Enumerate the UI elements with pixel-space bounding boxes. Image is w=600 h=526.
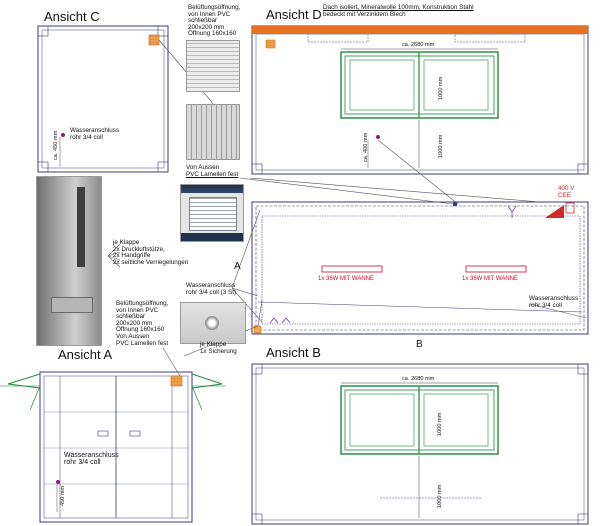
- vent-photo-outside: [180, 184, 244, 242]
- view-b-title: Ansicht B: [266, 345, 321, 360]
- vent-d: [265, 39, 276, 49]
- view-c-title: Ansicht C: [44, 9, 100, 24]
- roof-note: Dach isoliert, Mineralwolle 100mm, Konst…: [323, 4, 474, 18]
- water-point-a: [56, 480, 60, 484]
- water-point-d: [376, 135, 380, 139]
- window-b: [340, 385, 499, 455]
- lamp-right-symbol: [465, 265, 527, 273]
- lamp-left-symbol: [321, 265, 383, 273]
- floor-plan-drawing: [251, 201, 589, 335]
- water-note-c: Wasseranschluss rohr 3/4 coll: [70, 127, 120, 141]
- water-note-right: Wasseranschluss rohr 3/4 coll: [529, 295, 579, 309]
- vent-outer-note: Von Aussen PVC Lamellen fest: [186, 164, 239, 178]
- dim-c-450: ca. 450 mm: [53, 130, 59, 160]
- vent-a: [170, 375, 183, 387]
- view-c-drawing: [37, 25, 169, 173]
- vent-c: [148, 34, 160, 46]
- roof-strip: [252, 26, 588, 34]
- water-note-a: Wasseranschluss rohr 3/4 coll: [64, 452, 119, 467]
- plan-label-a: A: [234, 261, 241, 272]
- open-flaps: [0, 373, 226, 411]
- power-connection-symbol: [545, 205, 564, 218]
- flap-note: je Klappe 2x Druckluftstütze, 2x Handgri…: [113, 239, 189, 266]
- vent-photo-back: [186, 104, 240, 160]
- dim-d-1000-window: 1000 mm: [438, 76, 444, 100]
- vent-photo-front: [186, 40, 240, 92]
- view-b-drawing: [251, 363, 589, 525]
- plan-label-b: B: [416, 339, 423, 350]
- view-a-title: Ansicht A: [58, 347, 113, 362]
- vent-note-top: Belüftungsöffnung, von Innen PVC schließ…: [188, 4, 241, 38]
- flap-note-b: je Klappe 1x Sicherung: [200, 341, 237, 355]
- vent-note-mid: Belüftungsöffnung, von Innen PVC schließ…: [116, 300, 169, 347]
- dim-a-450: 450 mm: [60, 485, 66, 506]
- water-connection-photo: [180, 302, 246, 344]
- view-a-drawing: [39, 371, 193, 523]
- dim-d-1000-sill: 1000 mm: [438, 134, 444, 158]
- lamp-left-label: 1x 36W MIT WANNE: [318, 276, 375, 282]
- dim-b-1000-sill: 1000 mm: [437, 484, 443, 508]
- water-note-plan: Wasseranschluss rohr 3/4 coll (3 St): [186, 282, 237, 296]
- dim-d-400: ca. 400 mm: [363, 132, 369, 162]
- water-point-c: [61, 133, 65, 137]
- lamp-right-label: 1x 36W MIT WANNE: [462, 276, 519, 282]
- view-d-title: Ansicht D: [266, 7, 322, 22]
- dim-b-2680: ca. 2680 mm: [402, 376, 435, 382]
- dim-d-2680: ca. 2680 mm: [402, 42, 435, 48]
- power-label: 400 V CEE: [558, 185, 575, 199]
- flap-photo: [36, 176, 102, 346]
- dim-b-1000-window: 1000 mm: [437, 412, 443, 436]
- window-d: [340, 51, 499, 119]
